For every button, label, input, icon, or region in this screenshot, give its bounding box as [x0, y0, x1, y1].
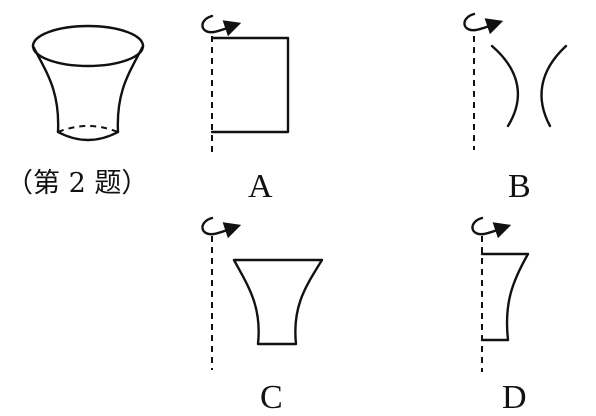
option-d-shape [480, 252, 530, 342]
vase-top-ellipse [31, 24, 145, 68]
option-a-label: A [248, 168, 273, 205]
rotation-arrow-icon [201, 14, 242, 37]
vase-right-profile [116, 44, 145, 134]
option-b-right-curve [540, 44, 568, 128]
option-b-label: B [508, 168, 531, 205]
vase-bottom-front-arc [56, 130, 120, 142]
option-b-figure [463, 12, 568, 150]
option-c-figure [201, 216, 324, 370]
rotation-arrow-icon [463, 12, 504, 35]
option-c-label: C [260, 379, 283, 416]
option-a-rectangle [210, 36, 290, 134]
vase-left-profile [31, 44, 60, 134]
option-d-figure [471, 216, 530, 372]
option-c-shape [232, 258, 324, 346]
vase-solid [31, 24, 145, 142]
rotation-arrow-icon [471, 216, 512, 239]
rotation-arrow-icon [201, 216, 242, 239]
problem-caption: （第 2 题） [6, 168, 148, 199]
option-b-left-curve [490, 44, 520, 128]
vase-bottom-hidden-arc [57, 125, 119, 133]
option-d-label: D [502, 379, 527, 416]
option-a-figure [201, 14, 290, 152]
